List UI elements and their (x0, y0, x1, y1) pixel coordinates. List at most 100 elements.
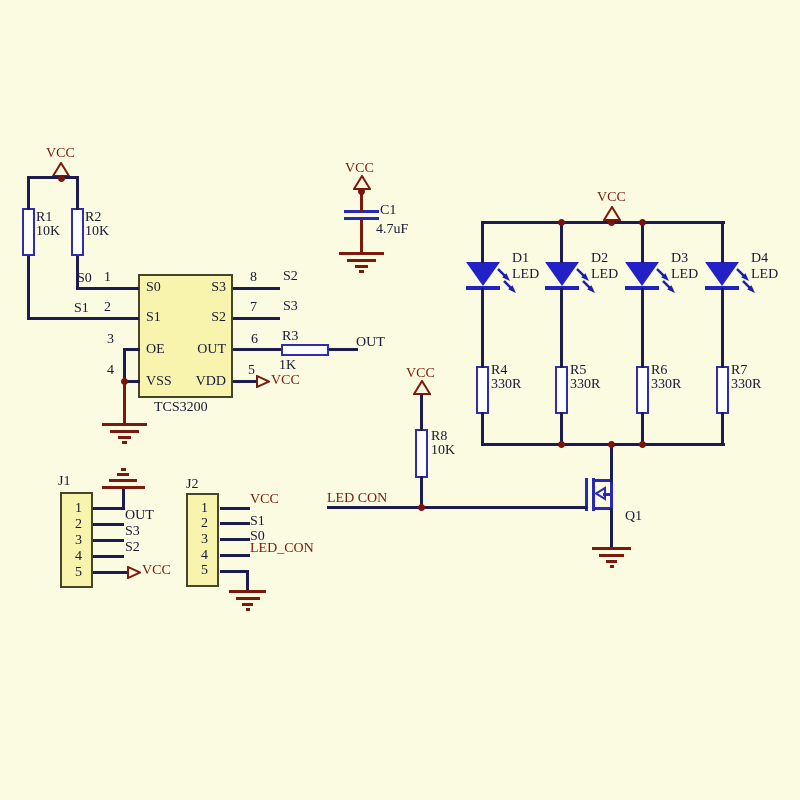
ground-bar (592, 547, 631, 550)
wire-segment (560, 412, 563, 445)
pin-number: 5 (248, 363, 255, 378)
wire-segment (123, 380, 140, 383)
wire-segment (93, 523, 124, 526)
resistor-r3 (281, 344, 329, 356)
ground-bar (122, 441, 127, 444)
ground-bar (355, 265, 368, 268)
wire-segment (27, 176, 79, 179)
junction-dot (558, 219, 565, 226)
ground-bar (229, 590, 266, 593)
wire-segment (721, 288, 724, 368)
pin-number: 1 (201, 501, 208, 516)
designator: R2 (85, 210, 102, 225)
junction-dot (608, 219, 615, 226)
ground-bar (339, 252, 384, 255)
wire-segment (641, 288, 644, 368)
resistor-r1 (22, 208, 35, 256)
ground-bar (245, 608, 250, 611)
net-label: S1 (74, 301, 89, 316)
pin-number: 8 (250, 270, 257, 285)
wire-segment (481, 443, 725, 446)
capacitor-plate (344, 217, 379, 220)
wire-segment (481, 412, 484, 445)
wire-segment (481, 221, 725, 224)
value: 4.7uF (376, 222, 409, 237)
designator: R7 (731, 363, 748, 378)
mosfet-channel-bar (592, 478, 595, 511)
junction-dot (639, 441, 646, 448)
designator: R4 (491, 363, 508, 378)
value: LED (751, 267, 779, 282)
wire-segment (93, 555, 124, 558)
value: 10K (85, 224, 110, 239)
net-label-led-con: LED CON (327, 491, 388, 506)
ic-pin-label: S3 (211, 280, 226, 295)
designator: R6 (651, 363, 668, 378)
ground-bar (347, 259, 376, 262)
ground-bar (117, 473, 129, 476)
pin-number: 2 (75, 517, 82, 532)
pin-number: 3 (107, 332, 114, 347)
wire-segment (327, 506, 587, 509)
wire-segment (93, 571, 127, 574)
connector-j1-body (60, 492, 93, 588)
ic-tcs3200-body (138, 274, 233, 398)
wire-segment (420, 395, 423, 431)
ground-bar (110, 430, 139, 433)
wire-segment (93, 507, 124, 510)
resistor-r7 (716, 366, 729, 414)
pin-number: 4 (75, 549, 82, 564)
resistor-r5 (555, 366, 568, 414)
vcc-arrow-right-icon (127, 566, 141, 579)
designator: D4 (751, 251, 769, 266)
pin-number: 3 (75, 533, 82, 548)
value: LED (671, 267, 699, 282)
wire-segment (123, 348, 140, 351)
pin-number: 3 (201, 532, 208, 547)
net-label-vcc: VCC (597, 190, 626, 205)
wire-segment (641, 412, 644, 445)
wire-segment (76, 287, 139, 290)
value: LED (591, 267, 619, 282)
wire-segment (220, 507, 250, 510)
designator: R8 (431, 429, 448, 444)
pin-number: 4 (201, 548, 208, 563)
ground-bar (609, 565, 614, 568)
net-label-led-con: LED_CON (250, 541, 314, 556)
wire-segment (721, 412, 724, 445)
vcc-arrow-right-icon (256, 375, 270, 388)
wire-segment (27, 256, 30, 319)
wire-segment (721, 221, 724, 263)
connector-j2-body (186, 493, 219, 587)
wire-segment (122, 489, 125, 510)
net-label: OUT (125, 508, 154, 523)
net-label-vcc: VCC (345, 161, 374, 176)
designator: D1 (512, 251, 530, 266)
mosfet-drain-stub (593, 479, 612, 482)
net-label: S0 (77, 271, 92, 286)
net-label: S0 (250, 529, 265, 544)
wire-segment (220, 522, 250, 525)
pin-number: 2 (201, 516, 208, 531)
net-label-vcc: VCC (46, 146, 75, 161)
junction-dot (558, 441, 565, 448)
wire-segment (329, 348, 358, 351)
wire-segment (641, 221, 644, 263)
value: LED (512, 267, 540, 282)
resistor-r2 (71, 208, 84, 256)
value: 330R (651, 377, 682, 392)
junction-dot (358, 188, 365, 195)
ground-bar (235, 597, 260, 600)
net-label: S3 (125, 524, 140, 539)
wire-segment (560, 288, 563, 368)
net-label-vcc: VCC (250, 492, 279, 507)
connector-ref: J1 (58, 474, 71, 489)
value: 10K (36, 224, 61, 239)
ground-bar (109, 479, 137, 482)
designator: R1 (36, 210, 53, 225)
designator: R5 (570, 363, 587, 378)
wire-segment (481, 221, 484, 263)
pin-number: 7 (250, 300, 257, 315)
pin-number: 5 (201, 563, 208, 578)
